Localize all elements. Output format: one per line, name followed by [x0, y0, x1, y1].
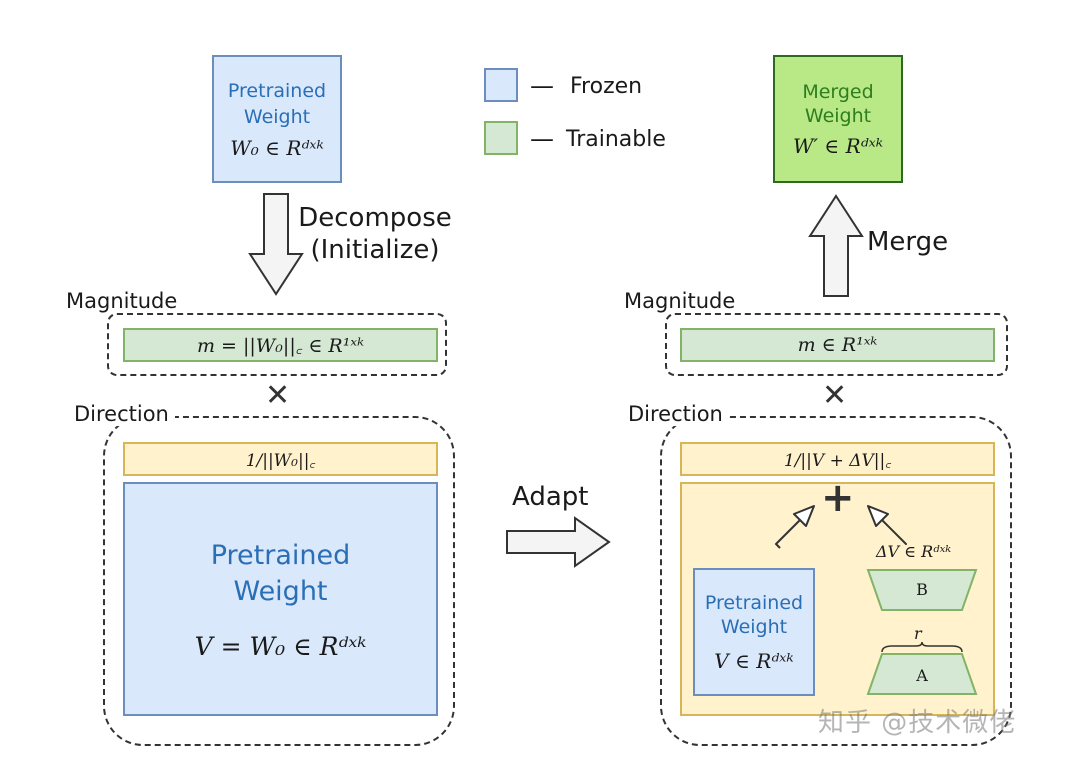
right-direction-label: Direction [622, 402, 729, 426]
right-magnitude-bar: m ∈ R¹ˣᵏ [680, 328, 995, 362]
right-pretrained-formula: V ∈ Rᵈˣᵏ [714, 649, 794, 673]
right-magnitude-container [665, 313, 1008, 376]
left-magnitude-bar: m = ||W₀||꜀ ∈ R¹ˣᵏ [123, 328, 438, 362]
pretrained-to-plus-arrow [775, 505, 815, 549]
left-multiply-icon: ✕ [265, 378, 291, 413]
merged-weight-box: Merged Weight W′ ∈ Rᵈˣᵏ [773, 55, 903, 183]
legend-trainable-swatch [484, 121, 518, 155]
left-direction-label: Direction [68, 402, 175, 426]
decompose-arrow [248, 193, 304, 296]
left-direction-weight-box: Pretrained Weight V = W₀ ∈ Rᵈˣᵏ [123, 482, 438, 716]
left-pretrained-formula: W₀ ∈ Rᵈˣᵏ [230, 136, 324, 160]
right-norm-bar: 1/||V + ΔV||꜀ [680, 442, 995, 476]
rank-brace [881, 642, 963, 653]
right-direction-container [660, 416, 1012, 746]
lora-b-matrix [866, 569, 978, 611]
legend-frozen-label: Frozen [570, 74, 643, 99]
legend-frozen-dash: — [530, 72, 554, 100]
merged-weight-title: Merged Weight [802, 81, 874, 127]
plus-icon: + [821, 475, 855, 521]
merged-weight-formula: W′ ∈ Rᵈˣᵏ [792, 134, 884, 158]
watermark: 知乎 @技术微佬 [818, 708, 1017, 738]
merge-label: Merge [867, 227, 949, 257]
delta-to-plus-arrow [867, 505, 907, 545]
right-norm-formula: 1/||V + ΔV||꜀ [783, 450, 892, 471]
left-magnitude-label: Magnitude [60, 289, 184, 313]
left-direction-container [103, 416, 455, 746]
adapt-arrow [506, 516, 611, 568]
legend-frozen-swatch [484, 68, 518, 102]
lora-a-matrix [866, 653, 978, 695]
delta-v-formula: ΔV ∈ Rᵈˣᵏ [876, 542, 952, 561]
right-pretrained-weight-box: Pretrained Weight V ∈ Rᵈˣᵏ [693, 568, 815, 696]
left-pretrained-weight-box: Pretrained Weight W₀ ∈ Rᵈˣᵏ [212, 55, 342, 183]
legend-trainable-label: Trainable [566, 127, 666, 152]
lora-a-label: A [916, 666, 928, 685]
left-magnitude-formula: m = ||W₀||꜀ ∈ R¹ˣᵏ [196, 335, 365, 357]
lora-b-label: B [916, 580, 928, 599]
right-multiply-icon: ✕ [822, 378, 848, 413]
left-magnitude-container [107, 313, 447, 376]
left-pretrained-title: Pretrained Weight [227, 80, 327, 128]
adapt-label: Adapt [512, 482, 589, 512]
right-pretrained-title: Pretrained Weight [704, 592, 804, 638]
left-direction-title: Pretrained Weight [210, 539, 351, 607]
merge-arrow [808, 194, 864, 297]
right-magnitude-formula: m ∈ R¹ˣᵏ [797, 334, 878, 356]
legend-trainable-dash: — [530, 125, 554, 153]
left-norm-bar: 1/||W₀||꜀ [123, 442, 438, 476]
decompose-label: Decompose (Initialize) [298, 203, 452, 265]
right-magnitude-label: Magnitude [618, 289, 742, 313]
left-direction-formula: V = W₀ ∈ Rᵈˣᵏ [194, 631, 367, 661]
left-norm-formula: 1/||W₀||꜀ [245, 450, 316, 471]
rank-r-label: r [914, 624, 922, 643]
